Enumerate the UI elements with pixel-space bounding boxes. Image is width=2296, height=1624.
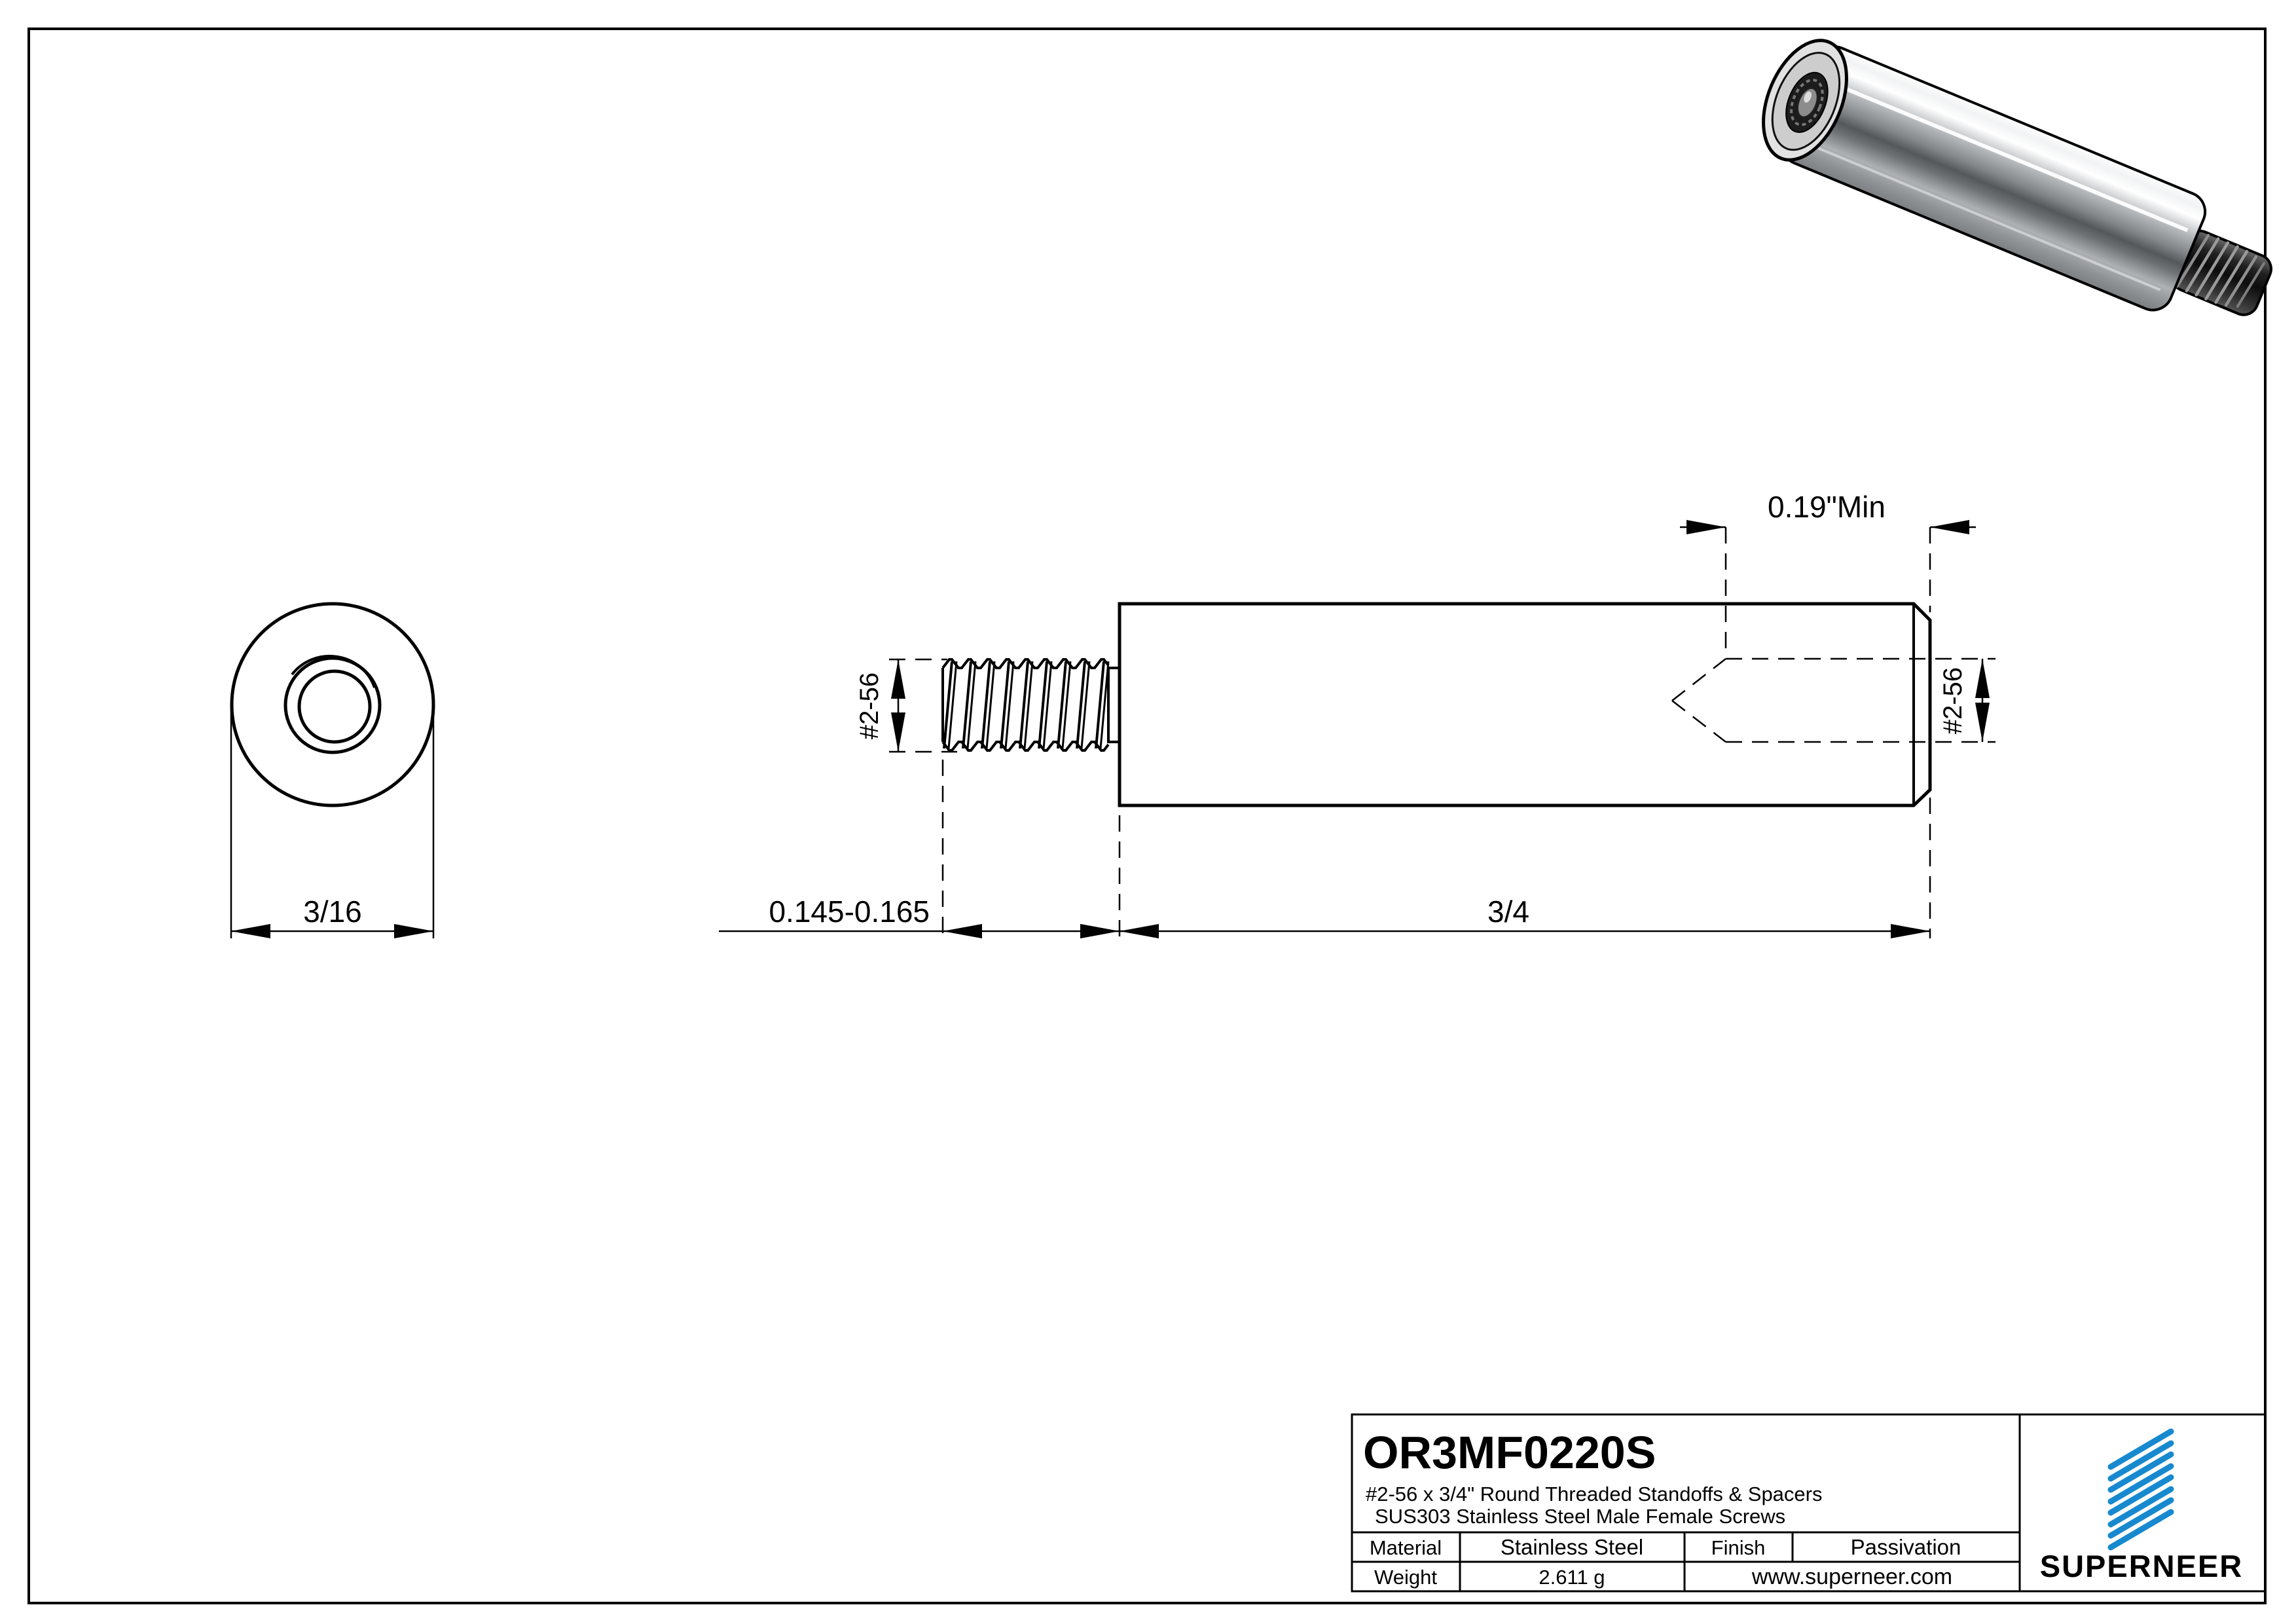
- side-view-male-thread: [941, 658, 1120, 752]
- brand-logo: SUPERNEER: [2040, 1428, 2244, 1583]
- bottom-dimensions: 0.145-0.165 3/4: [719, 895, 1930, 938]
- male-thread-spec-label: #2-56: [855, 673, 884, 739]
- standoff-3d-render: [1762, 39, 2272, 316]
- front-view-thread-arc: [291, 654, 376, 688]
- thread-depth-dimension: 0.19"Min: [1680, 490, 1976, 534]
- side-view-body: [1118, 602, 1932, 807]
- body-length-label: 3/4: [1487, 895, 1529, 929]
- description-line2: SUS303 Stainless Steel Male Female Screw…: [1375, 1505, 1785, 1528]
- front-view-thread-circle: [283, 656, 382, 754]
- female-thread-spec-dimension: #2-56: [1939, 659, 1990, 742]
- brand-logo-icon: [2107, 1428, 2174, 1551]
- thread-length-label: 0.145-0.165: [769, 895, 930, 929]
- front-view: 3/16: [230, 602, 435, 938]
- front-view-diameter-dimension: 3/16: [231, 895, 433, 938]
- finish-value: Passivation: [1851, 1535, 1961, 1559]
- thread-depth-label: 0.19"Min: [1768, 490, 1886, 524]
- material-label: Material: [1370, 1536, 1442, 1559]
- side-view-extension-lines: [889, 527, 1931, 938]
- title-block: OR3MF0220S #2-56 x 3/4" Round Threaded S…: [1351, 1413, 2267, 1593]
- title-block-grid: [1351, 1413, 2267, 1593]
- front-view-outer-circle: [230, 602, 435, 807]
- brand-name: SUPERNEER: [2040, 1549, 2244, 1583]
- side-view: #2-56 #2-56 0.19"Min 0.145-0.165 3/4: [719, 490, 1995, 938]
- render-female-face: [1762, 39, 1848, 162]
- description-line1: #2-56 x 3/4" Round Threaded Standoffs & …: [1366, 1483, 1823, 1505]
- weight-label: Weight: [1374, 1566, 1437, 1589]
- website-link[interactable]: www.superneer.com: [1751, 1564, 1952, 1589]
- material-value: Stainless Steel: [1501, 1535, 1643, 1559]
- sheet-border: [27, 28, 2267, 1604]
- front-view-bore-circle: [297, 669, 372, 744]
- front-view-diameter-label: 3/16: [303, 895, 362, 929]
- part-number: OR3MF0220S: [1363, 1427, 1656, 1478]
- female-thread-spec-label: #2-56: [1939, 667, 1967, 734]
- weight-value: 2.611 g: [1539, 1566, 1605, 1589]
- side-view-female-thread-hidden: [1671, 657, 1995, 743]
- finish-label: Finish: [1711, 1536, 1766, 1559]
- male-thread-spec-dimension: #2-56: [855, 659, 905, 752]
- render-male-thread: [2171, 229, 2272, 316]
